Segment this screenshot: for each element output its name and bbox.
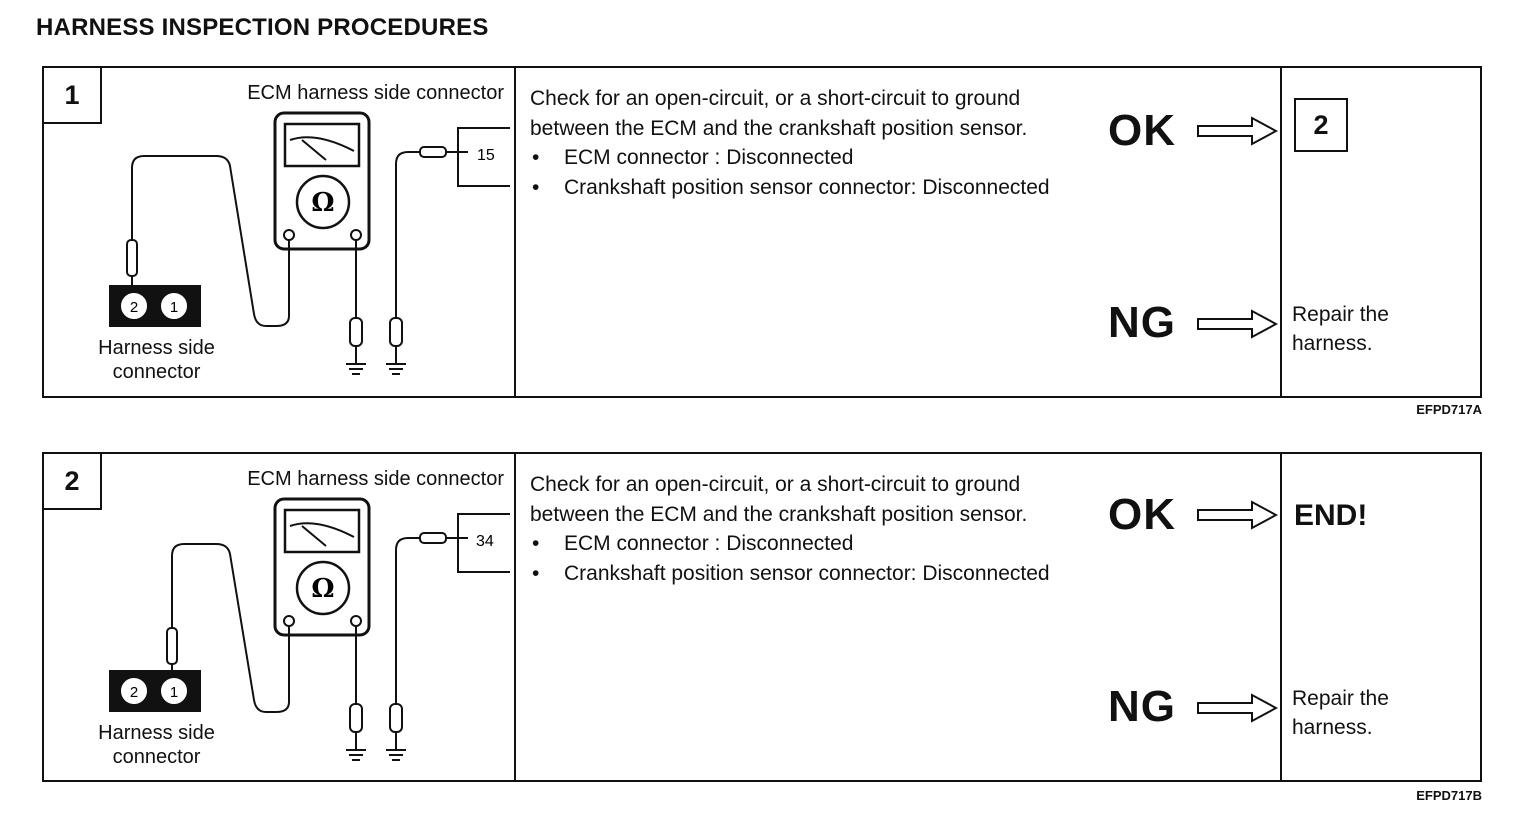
arrow-right-icon [1197, 309, 1278, 339]
test-diagram: Ω 2 1 [44, 68, 514, 396]
ohm-dial-icon [295, 560, 351, 616]
test-probe [166, 627, 178, 665]
arrow-right-icon [1197, 500, 1278, 530]
step-number: 2 [44, 454, 102, 510]
ground-probe [349, 317, 363, 347]
arrow-right-icon [1197, 116, 1278, 146]
column-divider [1280, 454, 1282, 780]
ground-probe [389, 317, 403, 347]
next-step-box: 2 [1294, 98, 1348, 152]
connector-pin-1: 1 [170, 299, 178, 316]
procedure-step-2: Ω 2 1 34 [42, 452, 1482, 782]
ecm-connector-label: ECM harness side connector [247, 82, 504, 104]
check-text: Check for an open-circuit, or a short-ci… [530, 473, 1028, 526]
condition-list: ECM connector : Disconnected Crankshaft … [530, 143, 1090, 202]
connector-pin-2: 2 [130, 684, 138, 701]
end-label: END! [1294, 499, 1368, 532]
harness-connector-label: Harness side connector [98, 337, 215, 383]
ok-label: OK [1108, 106, 1176, 155]
ecm-probe [419, 146, 447, 158]
procedure-step-1: Ω 2 1 [42, 66, 1482, 398]
page-title: HARNESS INSPECTION PROCEDURES [36, 14, 489, 41]
check-instructions: Check for an open-circuit, or a short-ci… [530, 470, 1090, 588]
ecm-connector-icon [457, 127, 510, 187]
column-divider [514, 454, 516, 780]
meter-needle [301, 525, 327, 547]
meter-terminal-left [283, 615, 295, 627]
connector-pin-2: 2 [130, 299, 138, 316]
arrow-right-icon [1197, 693, 1278, 723]
ecm-terminal-number: 34 [476, 533, 494, 550]
ground-probe [349, 703, 363, 733]
multimeter-icon [273, 111, 371, 251]
check-text: Check for an open-circuit, or a short-ci… [530, 87, 1028, 140]
ng-action-text: Repair the harness. [1292, 303, 1389, 355]
meter-terminal-left [283, 229, 295, 241]
condition-item: ECM connector : Disconnected [530, 529, 1090, 559]
ng-label: NG [1108, 298, 1176, 347]
meter-display [283, 508, 361, 554]
column-divider [1280, 68, 1282, 396]
ecm-probe [419, 532, 447, 544]
ohm-dial-icon [295, 174, 351, 230]
ng-label: NG [1108, 682, 1176, 731]
step-number: 1 [44, 68, 102, 124]
meter-needle [301, 139, 327, 161]
multimeter-wiring-diagram: Ω 2 1 34 [109, 497, 510, 761]
ok-label: OK [1108, 490, 1176, 539]
connector-pin-1: 1 [170, 684, 178, 701]
multimeter-wiring-diagram: Ω 2 1 [109, 111, 510, 375]
meter-terminal-right [350, 615, 362, 627]
ecm-terminal-number: 15 [477, 147, 495, 164]
ecm-connector-label: ECM harness side connector [247, 468, 504, 490]
condition-item: ECM connector : Disconnected [530, 143, 1090, 173]
figure-code: EFPD717B [1416, 788, 1482, 803]
test-diagram: Ω 2 1 34 [44, 454, 514, 780]
ohm-symbol: Ω [311, 574, 334, 604]
meter-terminal-right [350, 229, 362, 241]
ohm-symbol: Ω [311, 188, 334, 218]
test-probe [126, 239, 138, 277]
ground-probe [389, 703, 403, 733]
meter-display [283, 122, 361, 168]
check-instructions: Check for an open-circuit, or a short-ci… [530, 84, 1090, 202]
multimeter-icon [273, 497, 371, 637]
condition-item: Crankshaft position sensor connector: Di… [530, 173, 1090, 203]
ecm-connector-icon [457, 513, 510, 573]
condition-list: ECM connector : Disconnected Crankshaft … [530, 529, 1090, 588]
condition-item: Crankshaft position sensor connector: Di… [530, 559, 1090, 589]
harness-connector-label: Harness side connector [98, 722, 215, 768]
ng-action-text: Repair the harness. [1292, 687, 1389, 739]
figure-code: EFPD717A [1416, 402, 1482, 417]
column-divider [514, 68, 516, 396]
